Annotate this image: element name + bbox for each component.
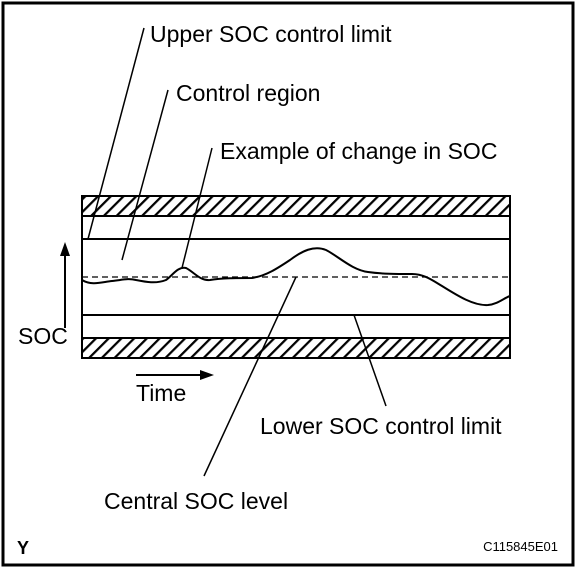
lower-hatched-band [81, 337, 511, 359]
control-region-leader [121, 89, 169, 261]
central-level-label: Central SOC level [104, 488, 288, 514]
soc-axis-arrowhead [60, 242, 70, 256]
upper-hatched-band [81, 195, 511, 217]
central-level-leader [203, 276, 297, 477]
soc-change-curve [81, 247, 511, 307]
time-axis-arrowhead [200, 370, 214, 380]
time-axis-label: Time [136, 380, 186, 406]
corner-id-label: Y [17, 538, 29, 558]
lower-limit-label: Lower SOC control limit [260, 413, 502, 439]
lower-limit-leader [353, 314, 387, 407]
figure-code-label: C115845E01 [483, 539, 558, 554]
upper-limit-leader [87, 27, 145, 240]
upper-limit-label: Upper SOC control limit [150, 21, 392, 47]
soc-change-leader [181, 147, 213, 269]
soc-axis-label: SOC [18, 323, 68, 349]
soc-change-label: Example of change in SOC [220, 138, 497, 164]
control-region-label: Control region [176, 80, 320, 106]
